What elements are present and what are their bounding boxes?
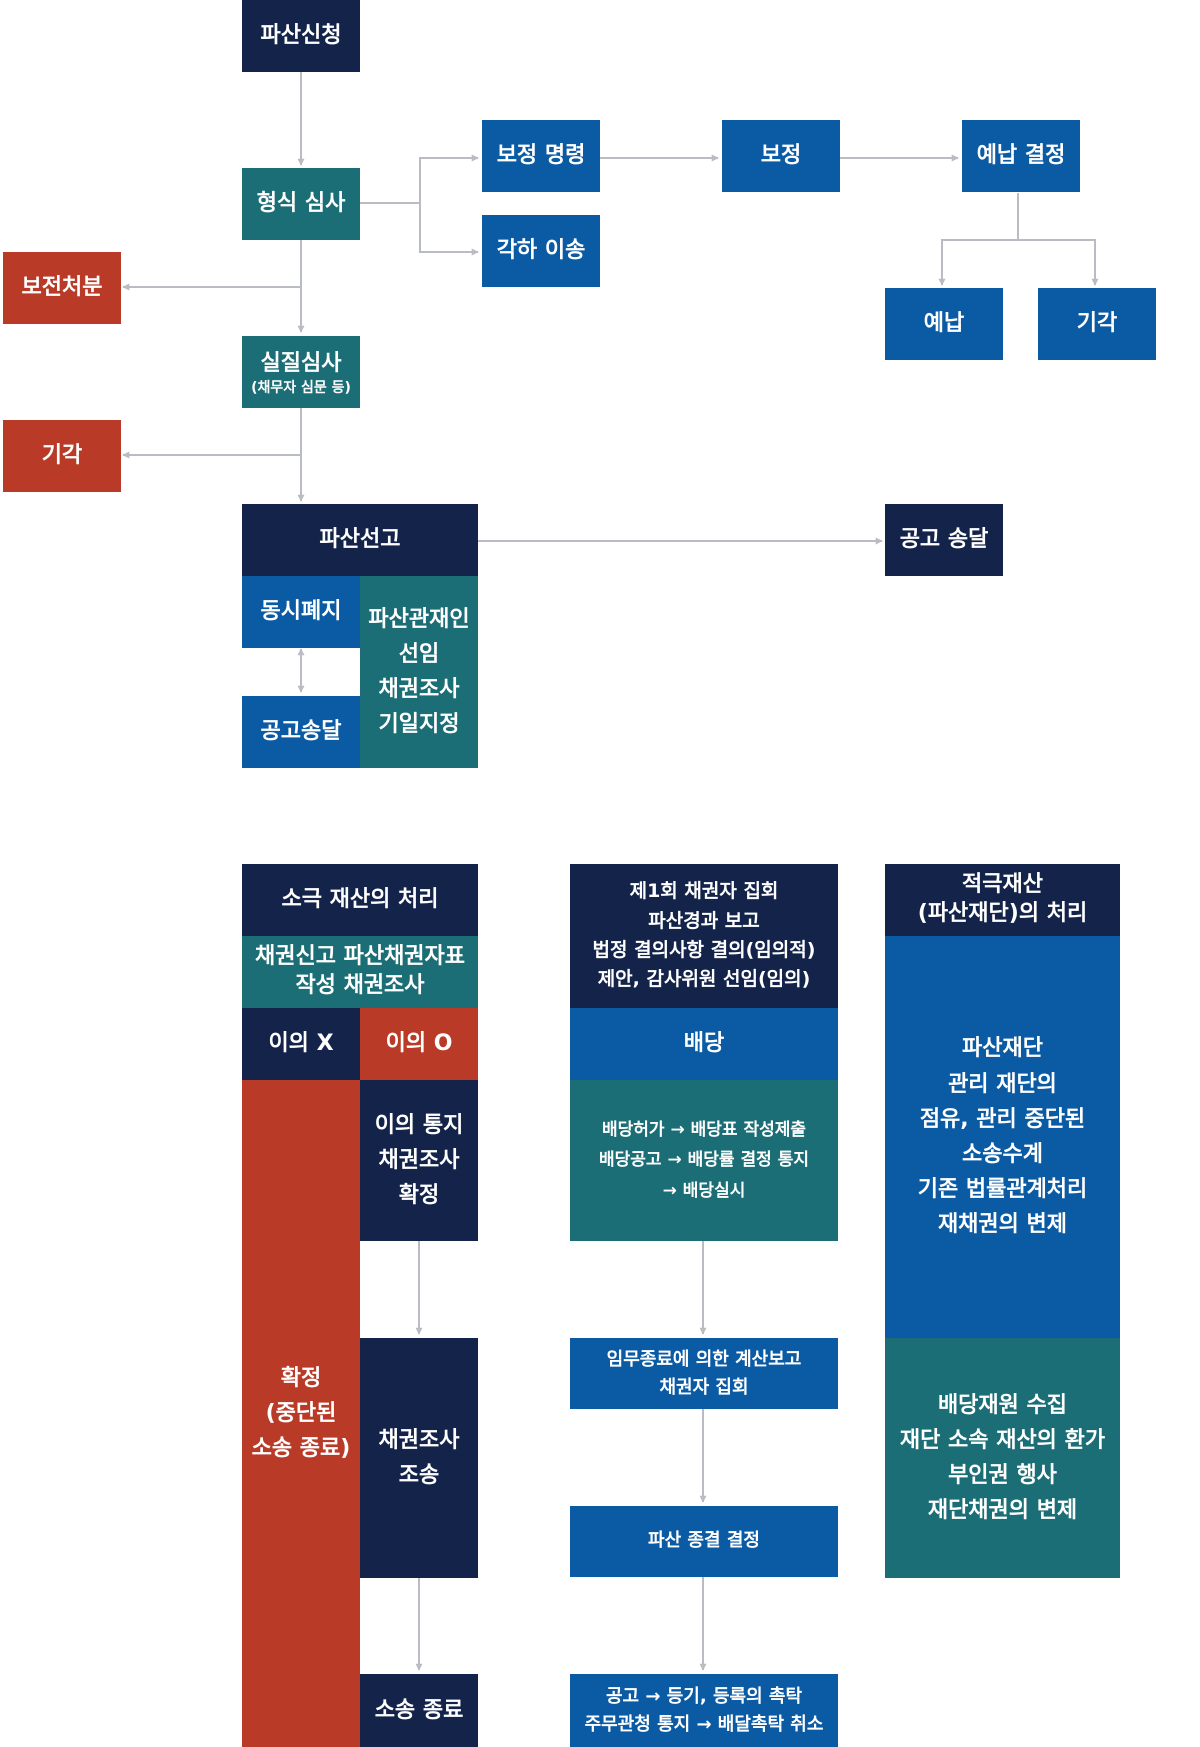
- creditors-meeting-line: 파산경과 보고: [648, 909, 760, 932]
- distribution-line: 재단 소속 재산의 환가: [899, 1427, 1106, 1453]
- public-notice-right-label: 공고 송달: [899, 527, 989, 553]
- registry-box: 공고 → 등기, 등록의 촉탁 주무관청 통지 → 배달촉탁 취소: [570, 1674, 838, 1747]
- claim-lawsuit-line: 조송: [398, 1463, 440, 1488]
- dividend-step-line: 배당허가 → 배당표 작성제출: [601, 1119, 807, 1140]
- distribution-line: 배당재원 수집: [937, 1392, 1068, 1418]
- simultaneous-abolition-box: 동시폐지: [242, 576, 360, 648]
- formal-review-box: 형식 심사: [242, 168, 360, 240]
- simultaneous-abolition-label: 동시폐지: [260, 599, 342, 625]
- objection-notice-line: 이의 통지: [374, 1112, 464, 1138]
- dismissal-right-label: 기각: [1076, 311, 1118, 337]
- final-report-box: 임무종료에 의한 계산보고 채권자 집회: [570, 1338, 838, 1409]
- advance-payment-decision-label: 예납 결정: [976, 143, 1066, 169]
- active-property-header: 적극재산 (파산재단)의 처리: [885, 864, 1120, 936]
- dividend-label: 배당: [683, 1031, 725, 1057]
- public-notice-left-label: 공고송달: [260, 719, 342, 745]
- estate-management-line: 소송수계: [962, 1142, 1043, 1167]
- distribution-line: 재단채권의 변제: [927, 1498, 1078, 1524]
- advance-payment-box: 예납: [885, 288, 1003, 360]
- passive-property-header: 소극 재산의 처리: [242, 864, 478, 936]
- objection-notice-line: 채권조사: [378, 1147, 460, 1173]
- estate-management-line: 점유, 관리 중단된: [919, 1106, 1086, 1132]
- objection-box: 이의 O: [360, 1008, 478, 1080]
- formal-review-label: 형식 심사: [256, 191, 346, 217]
- trustee-line: 기일지정: [378, 712, 460, 738]
- active-property-line: 적극재산: [962, 872, 1043, 898]
- trustee-line: 채권조사: [378, 677, 460, 702]
- substantive-review-box: 실질심사 (채무자 심문 등): [242, 336, 360, 408]
- confirmed-line: 확정: [280, 1365, 322, 1391]
- trustee-box: 파산관재인 선임 채권조사 기일지정: [360, 576, 478, 768]
- dismissal-right-box: 기각: [1038, 288, 1156, 360]
- trustee-line: 선임: [398, 641, 440, 667]
- rejection-transfer-label: 각하 이송: [496, 238, 586, 264]
- distribution-box: 배당재원 수집 재단 소속 재산의 환가 부인권 행사 재단채권의 변제: [885, 1338, 1120, 1578]
- branch-decision-down: [938, 193, 1019, 286]
- advance-payment-decision-box: 예납 결정: [962, 120, 1080, 192]
- preservation-label: 보전처분: [21, 275, 103, 301]
- closing-decision-label: 파산 종결 결정: [648, 1530, 760, 1552]
- bankruptcy-declaration-label: 파산선고: [319, 527, 401, 553]
- creditors-meeting-line: 법정 결의사항 결의(임의적): [592, 939, 816, 961]
- dividend-steps-box: 배당허가 → 배당표 작성제출 배당공고 → 배당률 결정 통지 → 배당실시: [570, 1080, 838, 1241]
- branch-decision-dismiss: [1018, 239, 1099, 286]
- objection-notice-box: 이의 통지 채권조사 확정: [360, 1080, 478, 1241]
- estate-management-line: 재채권의 변제: [937, 1212, 1068, 1238]
- no-objection-box: 이의 X: [242, 1008, 360, 1080]
- correction-box: 보정: [722, 120, 840, 192]
- branch-formal-rejection: [419, 203, 479, 256]
- estate-management-line: 관리 재단의: [948, 1071, 1057, 1097]
- final-report-line: 임무종료에 의한 계산보고: [606, 1348, 802, 1370]
- claims-filing-line: 채권신고 파산채권자표: [254, 944, 466, 970]
- objection-label: 이의 O: [385, 1031, 453, 1057]
- final-report-line: 채권자 집회: [659, 1376, 749, 1398]
- confirmed-line: (중단된: [265, 1400, 337, 1426]
- objection-notice-line: 확정: [398, 1183, 440, 1209]
- no-objection-label: 이의 X: [268, 1031, 334, 1057]
- correction-label: 보정: [760, 143, 802, 169]
- claim-lawsuit-line: 채권조사: [378, 1427, 460, 1453]
- distribution-line: 부인권 행사: [948, 1463, 1057, 1488]
- creditors-meeting-box: 제1회 채권자 집회 파산경과 보고 법정 결의사항 결의(임의적) 제안, 감…: [570, 864, 838, 1008]
- public-notice-right-box: 공고 송달: [885, 504, 1003, 576]
- dividend-step-line: → 배당실시: [662, 1180, 746, 1201]
- claims-filing-box: 채권신고 파산채권자표 작성 채권조사: [242, 936, 478, 1008]
- claims-filing-line: 작성 채권조사: [295, 973, 425, 998]
- correction-order-box: 보정 명령: [482, 120, 600, 192]
- application-label: 파산신청: [260, 23, 342, 49]
- preservation-box: 보전처분: [3, 252, 121, 324]
- rejection-transfer-box: 각하 이송: [482, 215, 600, 287]
- estate-management-box: 파산재단 관리 재단의 점유, 관리 중단된 소송수계 기존 법률관계처리 재채…: [885, 936, 1120, 1338]
- creditors-meeting-line: 제1회 채권자 집회: [629, 880, 779, 903]
- application-box: 파산신청: [242, 0, 360, 72]
- confirmed-line: 소송 종료): [251, 1436, 351, 1462]
- dividend-step-line: 배당공고 → 배당률 결정 통지: [599, 1150, 809, 1171]
- lawsuit-end-box: 소송 종료: [360, 1674, 478, 1747]
- estate-management-line: 파산재단: [962, 1036, 1043, 1062]
- confirmed-box: 확정 (중단된 소송 종료): [242, 1080, 360, 1747]
- estate-management-line: 기존 법률관계처리: [917, 1177, 1088, 1203]
- dismissal-left-box: 기각: [3, 420, 121, 492]
- claim-lawsuit-box: 채권조사 조송: [360, 1338, 478, 1578]
- registry-line: 주무관청 통지 → 배달촉탁 취소: [584, 1713, 824, 1735]
- substantive-review-label: 실질심사: [260, 350, 342, 376]
- branch-formal-right: [360, 154, 479, 204]
- bankruptcy-declaration-box: 파산선고: [242, 504, 478, 576]
- public-notice-left-box: 공고송달: [242, 696, 360, 768]
- registry-line: 공고 → 등기, 등록의 촉탁: [605, 1685, 803, 1707]
- substantive-review-note: (채무자 심문 등): [251, 379, 351, 396]
- creditors-meeting-line: 제안, 감사위원 선임(임의): [597, 968, 811, 991]
- passive-property-title: 소극 재산의 처리: [281, 887, 439, 913]
- dividend-box: 배당: [570, 1008, 838, 1080]
- trustee-line: 파산관재인: [368, 606, 470, 632]
- lawsuit-end-label: 소송 종료: [374, 1697, 464, 1723]
- correction-order-label: 보정 명령: [496, 143, 586, 169]
- advance-payment-label: 예납: [923, 311, 965, 337]
- dismissal-left-label: 기각: [41, 443, 83, 469]
- closing-decision-box: 파산 종결 결정: [570, 1506, 838, 1577]
- active-property-line: (파산재단)의 처리: [917, 901, 1088, 926]
